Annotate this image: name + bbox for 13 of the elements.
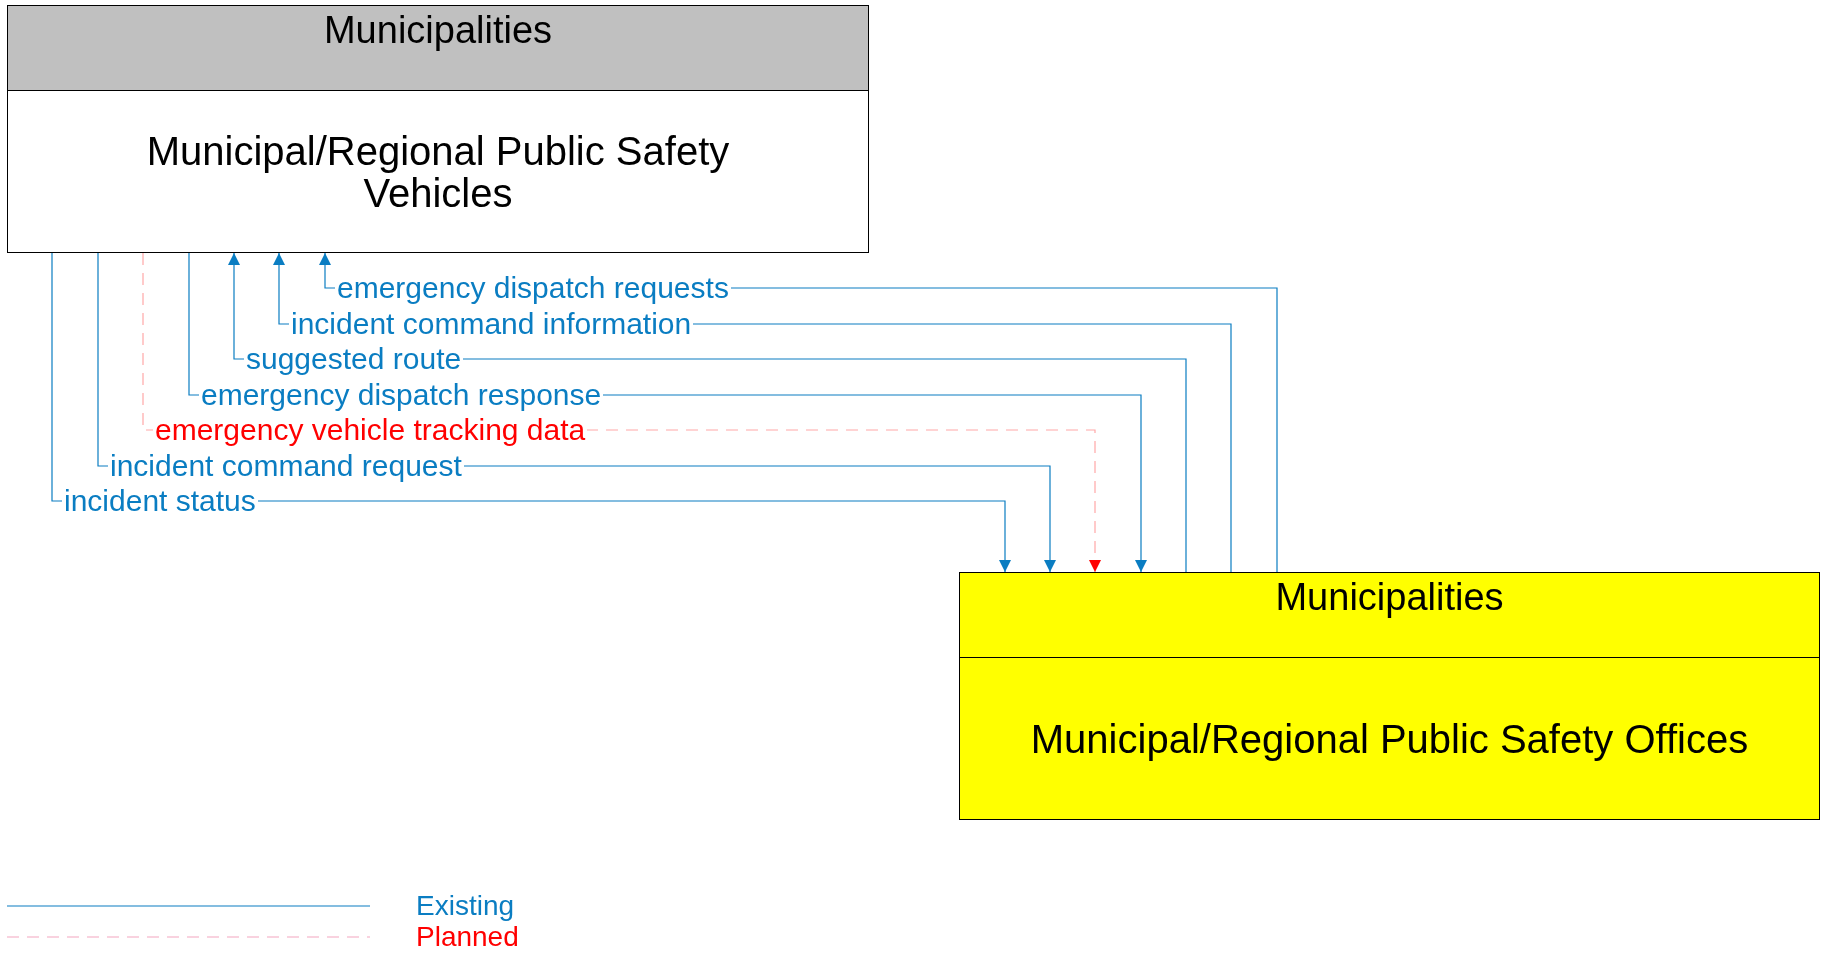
system-name: Municipal/Regional Public Safety Offices	[1030, 717, 1749, 760]
edge-label: emergency dispatch requests	[335, 273, 731, 303]
edge-label: incident command request	[108, 451, 464, 481]
system-name: Municipal/Regional Public Safety Vehicles	[145, 129, 731, 214]
system-box	[959, 572, 1820, 820]
legend-text: Existing	[416, 891, 515, 921]
system-box	[7, 5, 869, 253]
owner-label: Municipalities	[323, 8, 553, 53]
legend-text: Planned	[416, 922, 519, 952]
edge-label: suggested route	[244, 344, 464, 374]
owner-label: Municipalities	[1275, 575, 1504, 620]
edge-label: emergency vehicle tracking data	[153, 415, 588, 445]
edge-label: emergency dispatch response	[199, 380, 604, 410]
